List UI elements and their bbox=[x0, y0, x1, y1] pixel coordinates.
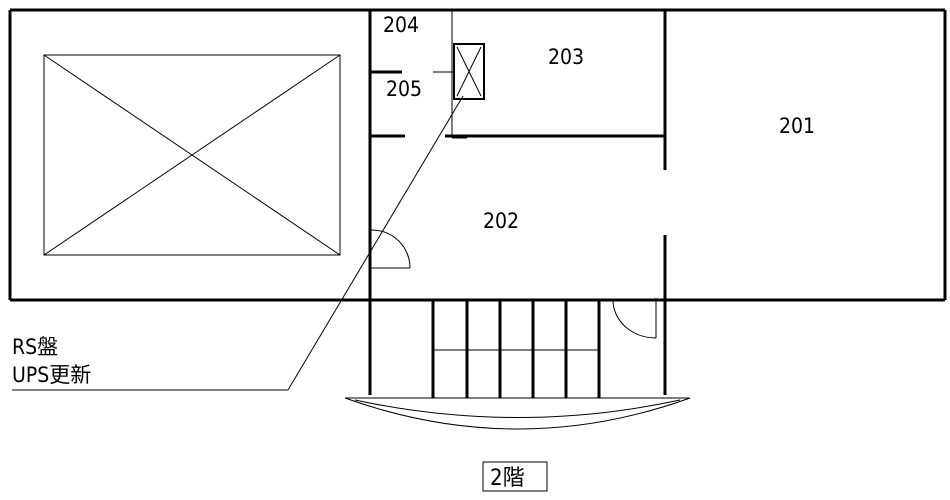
callout-leader bbox=[12, 95, 464, 391]
void-atrium bbox=[43, 54, 341, 256]
building-outline bbox=[8, 8, 947, 302]
rs-panel-symbol bbox=[433, 43, 485, 100]
room-205-label: 205 bbox=[386, 77, 422, 101]
door-202-left bbox=[369, 229, 411, 269]
room-203-label: 203 bbox=[548, 45, 584, 69]
floor-label: 2階 bbox=[490, 466, 525, 491]
callout-ups-update: UPS更新 bbox=[12, 363, 91, 387]
floor-label-box: 2階 bbox=[482, 461, 548, 492]
door-stairs-right bbox=[612, 298, 657, 339]
room-202-label: 202 bbox=[483, 209, 519, 233]
room-204-label: 204 bbox=[383, 13, 419, 37]
interior-walls bbox=[368, 10, 667, 395]
staircase bbox=[431, 299, 601, 398]
room-201-label: 201 bbox=[779, 114, 815, 138]
entrance-canopy bbox=[344, 397, 691, 430]
callout-rs-panel: RS盤 bbox=[12, 335, 58, 359]
